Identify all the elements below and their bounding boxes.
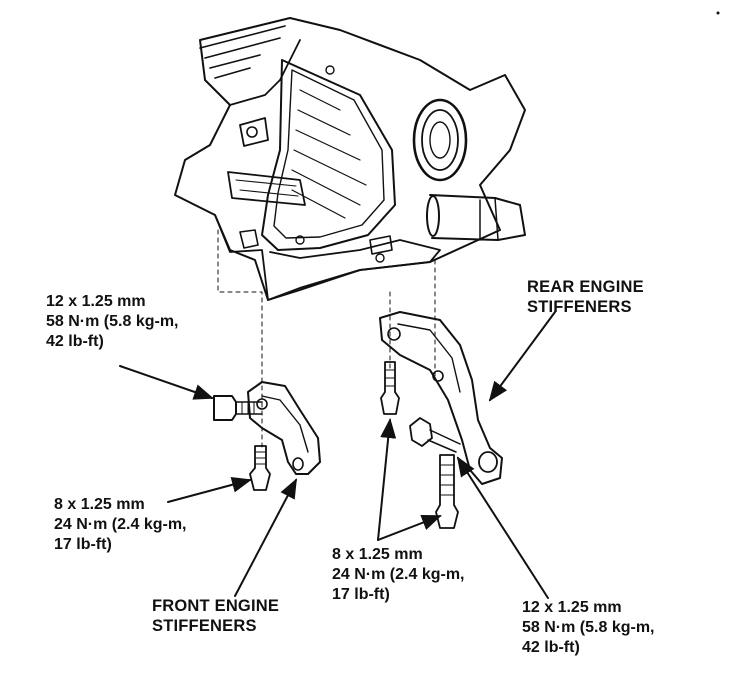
torque-imperial-label: 17 lb-ft) bbox=[332, 586, 390, 603]
bolt-size-label: 8 x 1.25 mm bbox=[54, 496, 145, 513]
callout-right-bolt: 12 x 1.25 mm 58 N·m (5.8 kg-m, 42 lb-ft) bbox=[522, 598, 654, 658]
rear-stiffeners-line1: REAR ENGINE bbox=[527, 278, 644, 296]
callout-top-left-bolt: 12 x 1.25 mm 58 N·m (5.8 kg-m, 42 lb-ft) bbox=[46, 292, 178, 352]
callout-front-stiffeners: FRONT ENGINE STIFFENERS bbox=[152, 596, 279, 636]
torque-metric-label: 58 N·m (5.8 kg-m, bbox=[522, 619, 655, 636]
arrow-top-left-bolt bbox=[119, 365, 214, 400]
bolt-size-label: 12 x 1.25 mm bbox=[522, 599, 622, 616]
front-stiffeners-line2: STIFFENERS bbox=[152, 617, 257, 635]
bolt-size-label: 8 x 1.25 mm bbox=[332, 546, 423, 563]
front-stiffener-bracket bbox=[213, 381, 321, 491]
arrow-front-stiffener bbox=[234, 478, 297, 597]
leader-arrows bbox=[119, 311, 556, 599]
bolt-size-label: 12 x 1.25 mm bbox=[46, 293, 146, 310]
arrow-rear-stiffener bbox=[488, 311, 556, 402]
callout-center-bolt: 8 x 1.25 mm 24 N·m (2.4 kg-m, 17 lb-ft) bbox=[332, 545, 464, 605]
arrow-center-bolt-a bbox=[377, 418, 397, 541]
torque-metric-label: 58 N·m (5.8 kg-m, bbox=[46, 313, 179, 330]
front-stiffeners-line1: FRONT ENGINE bbox=[152, 597, 280, 615]
arrow-center-bolt-b bbox=[377, 515, 442, 541]
callout-rear-stiffeners: REAR ENGINE STIFFENERS bbox=[527, 277, 644, 317]
callout-left-lower-bolt: 8 x 1.25 mm 24 N·m (2.4 kg-m, 17 lb-ft) bbox=[54, 495, 186, 555]
torque-imperial-label: 42 lb-ft) bbox=[522, 639, 580, 656]
torque-metric-label: 24 N·m (2.4 kg-m, bbox=[54, 516, 187, 533]
torque-imperial-label: 42 lb-ft) bbox=[46, 333, 104, 350]
arrow-left-lower-bolt bbox=[167, 476, 252, 503]
rear-stiffener-bracket bbox=[379, 311, 503, 529]
engine-block bbox=[174, 17, 526, 301]
torque-imperial-label: 17 lb-ft) bbox=[54, 536, 112, 553]
rear-stiffeners-line2: STIFFENERS bbox=[527, 298, 632, 316]
torque-metric-label: 24 N·m (2.4 kg-m, bbox=[332, 566, 465, 583]
arrow-right-bolt bbox=[456, 456, 549, 599]
